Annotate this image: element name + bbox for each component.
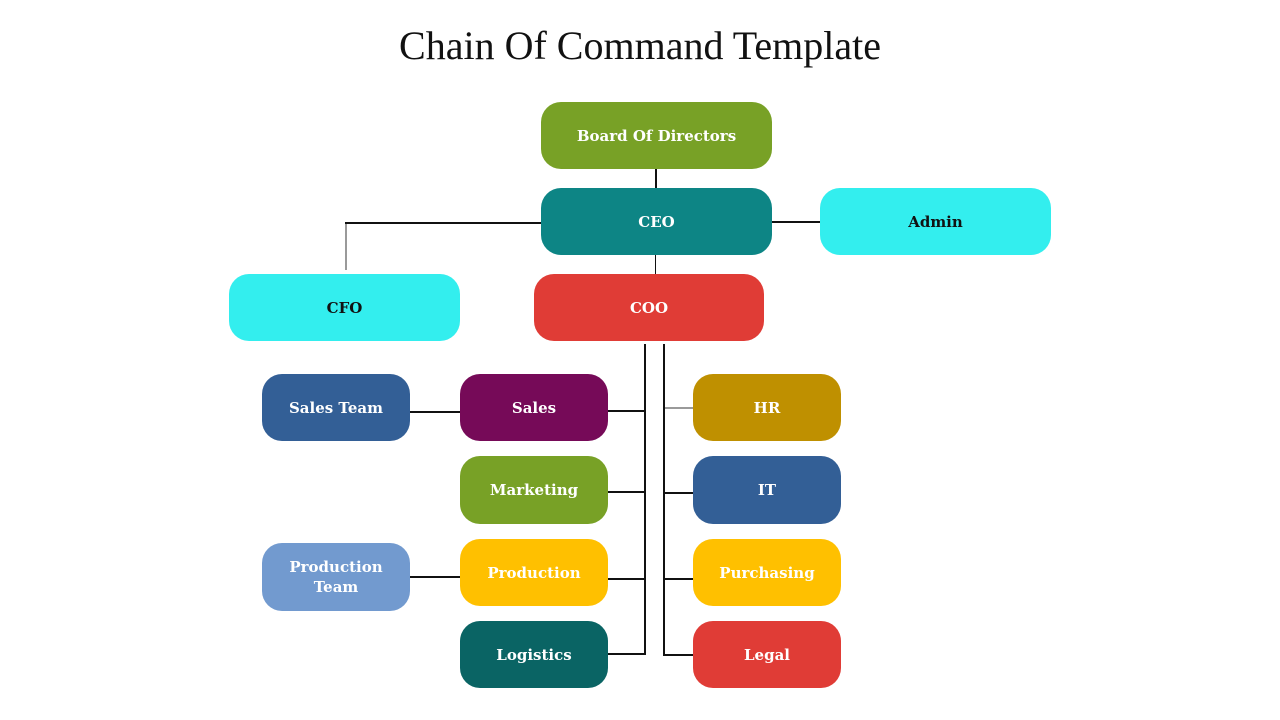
connector-sales	[607, 410, 645, 412]
node-cfo: CFO	[229, 274, 460, 341]
node-sales: Sales	[460, 374, 608, 441]
node-logistics: Logistics	[460, 621, 608, 688]
connector-coo-left-trunk	[644, 344, 646, 655]
connector-ceo-cfo-vertical	[345, 224, 347, 270]
node-ceo: CEO	[541, 188, 772, 255]
page-title: Chain Of Command Template	[399, 23, 881, 68]
node-purchasing: Purchasing	[693, 539, 841, 606]
connector-ceo-admin	[771, 221, 820, 223]
connector-coo-right-trunk	[663, 344, 665, 656]
node-sales-team: Sales Team	[262, 374, 410, 441]
node-hr: HR	[693, 374, 841, 441]
connector-ceo-coo	[655, 254, 656, 274]
node-admin: Admin	[820, 188, 1051, 255]
node-production: Production	[460, 539, 608, 606]
connector-it	[665, 492, 693, 494]
connector-marketing	[607, 491, 645, 493]
connector-production	[607, 578, 645, 580]
connector-legal	[665, 654, 693, 656]
connector-sales-team	[410, 411, 460, 413]
node-marketing: Marketing	[460, 456, 608, 524]
connector-logistics	[607, 653, 645, 655]
node-legal: Legal	[693, 621, 841, 688]
connector-hr	[665, 407, 693, 409]
connector-purchasing	[665, 578, 693, 580]
connector-production-team	[410, 576, 460, 578]
node-production-team: Production Team	[262, 543, 410, 611]
node-coo: COO	[534, 274, 764, 341]
connector-board-ceo	[655, 168, 657, 188]
node-board-of-directors: Board Of Directors	[541, 102, 772, 169]
node-it: IT	[693, 456, 841, 524]
connector-ceo-cfo-horizontal	[345, 222, 541, 224]
